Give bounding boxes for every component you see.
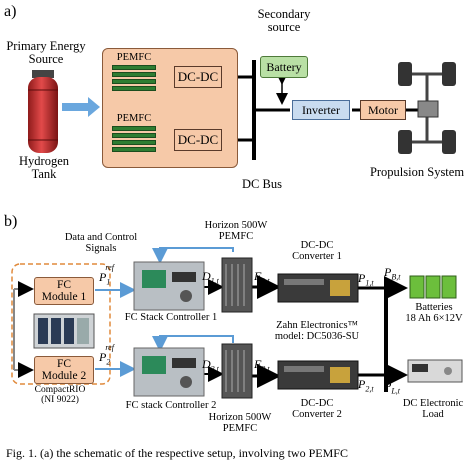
data-control-signals-label: Data and Control Signals	[64, 232, 138, 255]
dcdc-converter-2-photo	[277, 360, 359, 390]
pemfc-stack-bar	[112, 79, 156, 84]
pemfc-stack-2-photo	[221, 343, 253, 399]
fc-stack-controller-2-photo	[133, 347, 205, 397]
propulsion-system-icon	[398, 62, 456, 154]
p1t-label: P1,t	[358, 271, 374, 288]
fc-stack-controller-1-photo	[133, 261, 205, 311]
figure-caption-fragment: Fig. 1. (a) the schematic of the respect…	[6, 446, 348, 460]
pemfc-label-2: PEMFC	[116, 113, 152, 124]
hydrogen-tank-label: Hydrogen Tank	[19, 154, 69, 182]
horizon-pemfc-bottom-label: Horizon 500W PEMFC	[208, 412, 272, 435]
secondary-source-label: Secondary source	[257, 7, 311, 35]
fuel-flow-arrow	[62, 97, 100, 117]
d1-label: D1,t	[202, 269, 219, 286]
plt-label: PL,t	[384, 379, 401, 396]
propulsion-system-label: Propulsion System	[369, 165, 465, 179]
d2-label: D2,t	[202, 357, 219, 374]
primary-energy-label: Primary Energy Source	[6, 39, 86, 67]
dcdc-converter-1-label: DC-DC Converter 1	[292, 240, 342, 263]
pemfc-stack-1-photo	[221, 257, 253, 313]
p2t-label: P2,t	[358, 377, 374, 394]
p2-ref-label: P2ref	[99, 343, 114, 367]
panel-b-tag: b)	[4, 213, 18, 230]
compactrio-dashed-frame	[11, 263, 111, 385]
dc-bus-label: DC Bus	[242, 177, 282, 191]
pbt-label: PB,t	[384, 265, 401, 282]
pemfc-stack-bar	[112, 65, 156, 70]
horizon-pemfc-top-label: Horizon 500W PEMFC	[204, 220, 268, 243]
panel-a-tag: a)	[4, 3, 17, 20]
pemfc-stack-bar	[112, 140, 156, 145]
pemfc-stack-bar	[112, 126, 156, 131]
f1-label: F1,t	[254, 269, 270, 286]
dcdc-block-2: DC-DC	[174, 129, 222, 151]
fc-stack-controller-1-label: FC Stack Controller 1	[124, 312, 218, 323]
fc-module-2-block: FC Module 2	[34, 356, 94, 384]
dcdc-block-1: DC-DC	[174, 66, 222, 88]
f2-label: F2,t	[254, 357, 270, 374]
dc-load-icon	[407, 359, 463, 383]
p1-ref-label: P1ref	[99, 263, 114, 287]
dcdc-converter-1-photo	[277, 273, 359, 303]
compactrio-chassis-photo	[33, 313, 95, 349]
fc-stack-controller-2-label: FC stack Controller 2	[125, 400, 217, 411]
dcdc-converter-2-label: DC-DC Converter 2	[292, 398, 342, 421]
compactrio-label: CompactRIO (NI 9022)	[34, 385, 86, 405]
zahn-electronics-label: Zahn Electronics™ model: DC5036-SU	[274, 320, 360, 343]
batteries-label: Batteries 18 Ah 6×12V	[405, 302, 463, 325]
pemfc-stack-bar	[112, 133, 156, 138]
batteries-icon	[409, 275, 457, 299]
pemfc-stack-bar	[112, 147, 156, 152]
battery-block: Battery	[260, 56, 308, 78]
pemfc-stack-bar	[112, 86, 156, 91]
inverter-block: Inverter	[292, 100, 350, 120]
hydrogen-tank-icon	[28, 70, 58, 153]
fc-module-1-block: FC Module 1	[34, 277, 94, 305]
motor-block: Motor	[360, 100, 406, 120]
dc-load-label: DC Electronic Load	[402, 398, 464, 421]
pemfc-label-1: PEMFC	[116, 52, 152, 63]
pemfc-stack-bar	[112, 72, 156, 77]
